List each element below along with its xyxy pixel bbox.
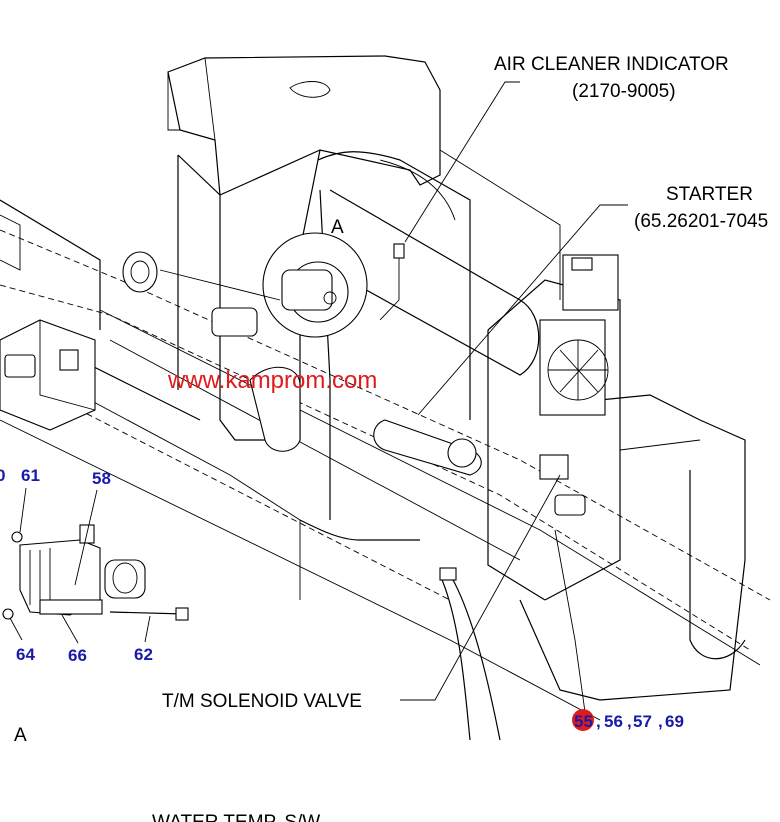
callout-separator: , <box>627 712 632 731</box>
callout-separator: , <box>596 712 601 731</box>
watermark-text: www.kamprom.com <box>167 367 377 394</box>
callout-66[interactable]: 66 <box>68 646 87 665</box>
air-cleaner-indicator-part <box>379 243 405 321</box>
callout-55[interactable]: 55 <box>574 712 593 731</box>
callout-58[interactable]: 58 <box>92 469 111 488</box>
callout-separator: , <box>658 712 663 731</box>
callout-57[interactable]: 57 <box>633 712 652 731</box>
callout-60[interactable]: 0 <box>0 466 5 485</box>
starter-label: STARTER <box>666 184 753 205</box>
water-temp-sw-label: WATER TEMP. S/W <box>152 812 320 822</box>
cylinder-part <box>249 366 482 476</box>
callout-56[interactable]: 56 <box>604 712 623 731</box>
callout-55-highlight <box>572 709 594 731</box>
callout-64[interactable]: 64 <box>16 645 35 664</box>
callout-61[interactable]: 61 <box>21 466 40 485</box>
air-cleaner-part-number: (2170-9005) <box>572 81 676 102</box>
leader-lines <box>9 81 628 713</box>
tm-solenoid-valve-label: T/M SOLENOID VALVE <box>162 691 362 712</box>
view-a-marker-top: A <box>331 217 344 238</box>
callout-62[interactable]: 62 <box>134 645 153 664</box>
starter-part-number: (65.26201-7045 <box>634 211 768 232</box>
machine-outline <box>0 55 771 741</box>
solenoid-valve-part <box>439 454 586 581</box>
view-a-marker-bottom: A <box>14 725 27 746</box>
starter-motor-part <box>122 232 368 338</box>
fan-shroud-part <box>539 254 619 416</box>
battery-box-part <box>0 319 96 431</box>
callout-69[interactable]: 69 <box>665 712 684 731</box>
alternator-part <box>2 524 189 621</box>
air-cleaner-indicator-label: AIR CLEANER INDICATOR <box>494 54 729 75</box>
